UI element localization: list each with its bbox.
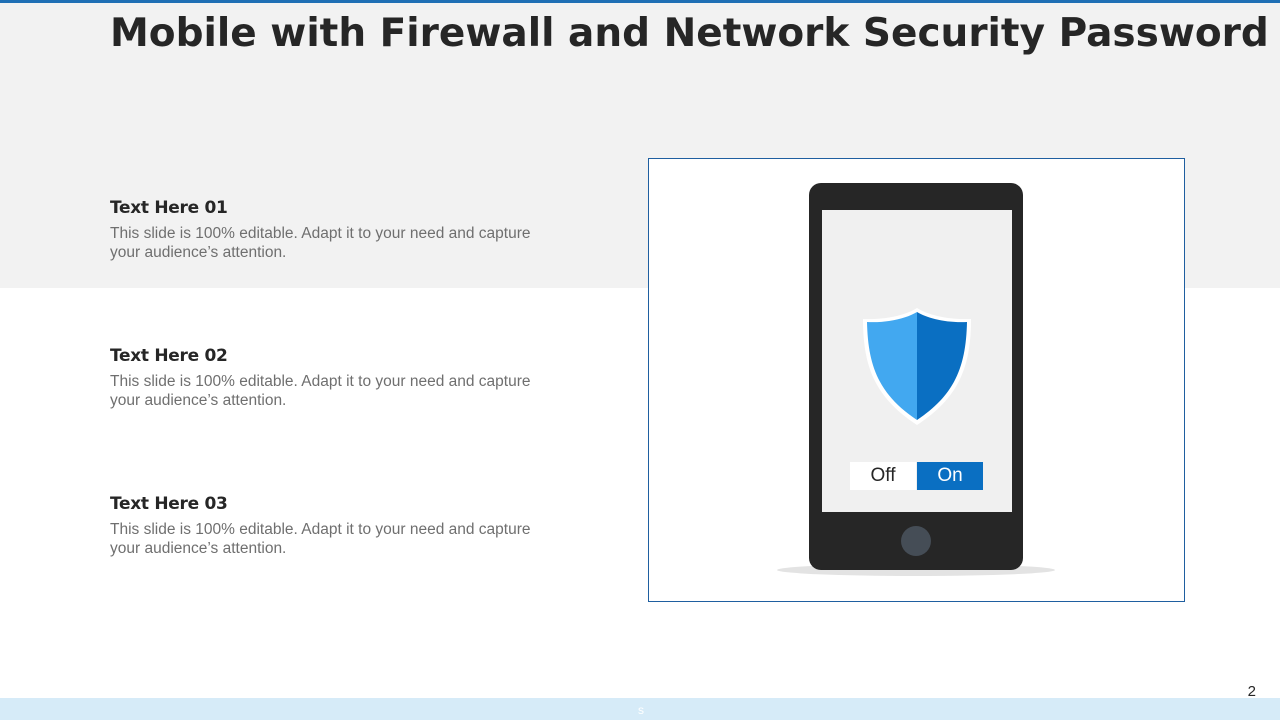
- footer-mark: s: [638, 703, 644, 717]
- firewall-toggle[interactable]: Off On: [850, 462, 984, 490]
- mobile-phone-icon: Off On: [809, 183, 1023, 570]
- slide-title: Mobile with Firewall and Network Securit…: [110, 11, 1269, 56]
- shield-icon: [863, 308, 971, 425]
- text-item-heading: Text Here 02: [110, 346, 228, 366]
- footer-band: [0, 698, 1280, 720]
- phone-screen: Off On: [822, 210, 1012, 512]
- home-button-icon: [901, 526, 931, 556]
- toggle-off-option[interactable]: Off: [850, 462, 916, 490]
- text-item-body: This slide is 100% editable. Adapt it to…: [110, 521, 531, 557]
- text-item-01: Text Here 01 This slide is 100% editable…: [110, 197, 550, 262]
- top-accent-rule: [0, 0, 1280, 3]
- text-item-02: Text Here 02 This slide is 100% editable…: [110, 345, 550, 410]
- text-item-heading: Text Here 01: [110, 198, 228, 218]
- toggle-on-option[interactable]: On: [917, 462, 983, 490]
- text-item-body: This slide is 100% editable. Adapt it to…: [110, 225, 531, 261]
- page-number: 2: [1247, 683, 1256, 700]
- text-item-heading: Text Here 03: [110, 494, 228, 514]
- text-item-body: This slide is 100% editable. Adapt it to…: [110, 373, 531, 409]
- text-item-03: Text Here 03 This slide is 100% editable…: [110, 493, 550, 558]
